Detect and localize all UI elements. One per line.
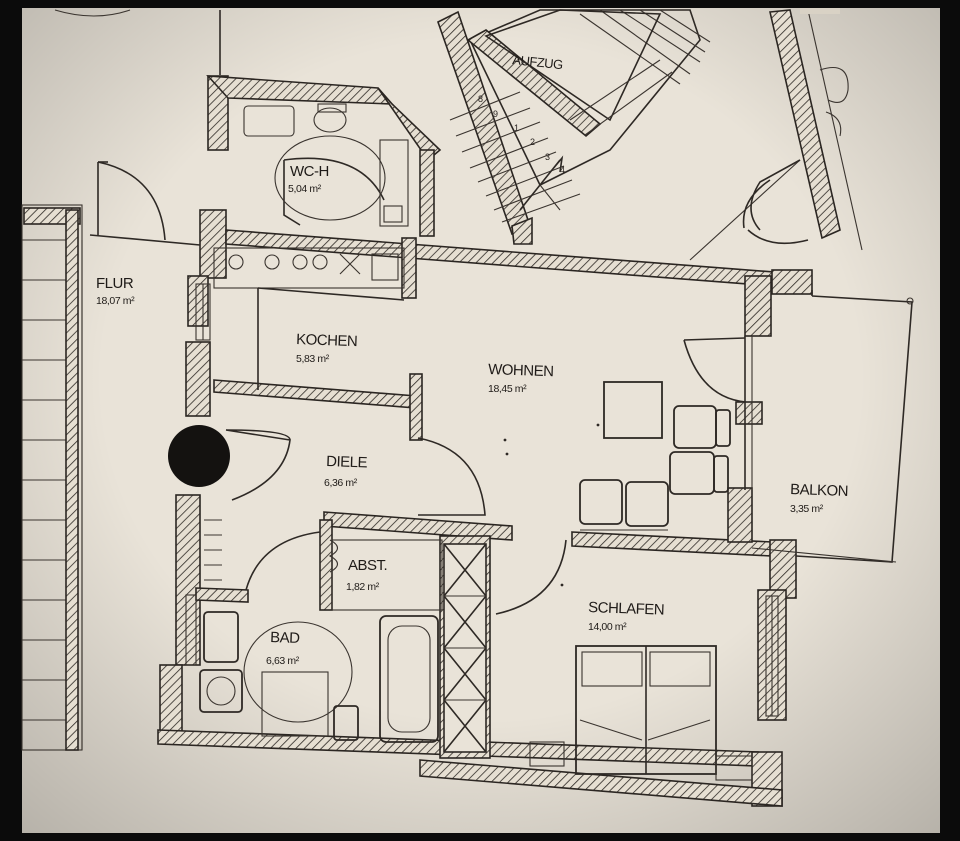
walls xyxy=(157,10,813,807)
room-name-abst: ABST. xyxy=(348,557,387,574)
room-name-bad: BAD xyxy=(270,629,301,647)
left-stair-strip xyxy=(21,204,83,751)
step-number: 2 xyxy=(530,137,535,147)
interior-lines xyxy=(81,103,914,750)
room-name-aufzug: AUFZUG xyxy=(512,52,564,72)
room-labels: AUFZUG WC-H 5,04 m² FLUR 18,07 m² KOCHEN… xyxy=(96,52,848,667)
room-name-wc: WC-H xyxy=(290,163,329,180)
room-name-diele: DIELE xyxy=(326,453,368,471)
room-name-wohnen: WOHNEN xyxy=(488,361,554,380)
room-area-kochen: 5,83 m² xyxy=(296,353,330,365)
table-icon xyxy=(603,381,663,439)
room-area-schlafen: 14,00 m² xyxy=(588,621,627,633)
room-name-kochen: KOCHEN xyxy=(296,331,358,350)
double-bed-icon xyxy=(575,645,717,775)
bathtub-icon xyxy=(379,615,439,743)
step-number: 9 xyxy=(493,109,498,119)
room-area-abst: 1,82 m² xyxy=(346,581,380,593)
room-area-balkon: 3,35 m² xyxy=(790,503,824,515)
room-name-balkon: BALKON xyxy=(790,481,848,500)
room-name-flur: FLUR xyxy=(96,275,134,292)
room-area-diele: 6,36 m² xyxy=(324,477,358,489)
room-area-wohnen: 18,45 m² xyxy=(488,383,527,395)
doors xyxy=(97,157,809,615)
furniture xyxy=(199,381,753,781)
elevator-shaft xyxy=(466,9,673,138)
room-name-schlafen: SCHLAFEN xyxy=(588,599,665,619)
staircase: 8 9 1 2 3 4 xyxy=(449,9,711,223)
step-number: 8 xyxy=(478,94,483,104)
round-column-icon xyxy=(168,425,230,487)
bath-turning-circle xyxy=(243,621,353,723)
room-area-bad: 6,63 m² xyxy=(266,655,300,667)
room-area-flur: 18,07 m² xyxy=(96,295,135,307)
step-number: 3 xyxy=(545,152,550,162)
room-area-wc: 5,04 m² xyxy=(288,183,322,195)
step-number: 4 xyxy=(560,165,565,175)
step-number: 1 xyxy=(514,123,519,133)
installation-shaft xyxy=(443,543,487,753)
